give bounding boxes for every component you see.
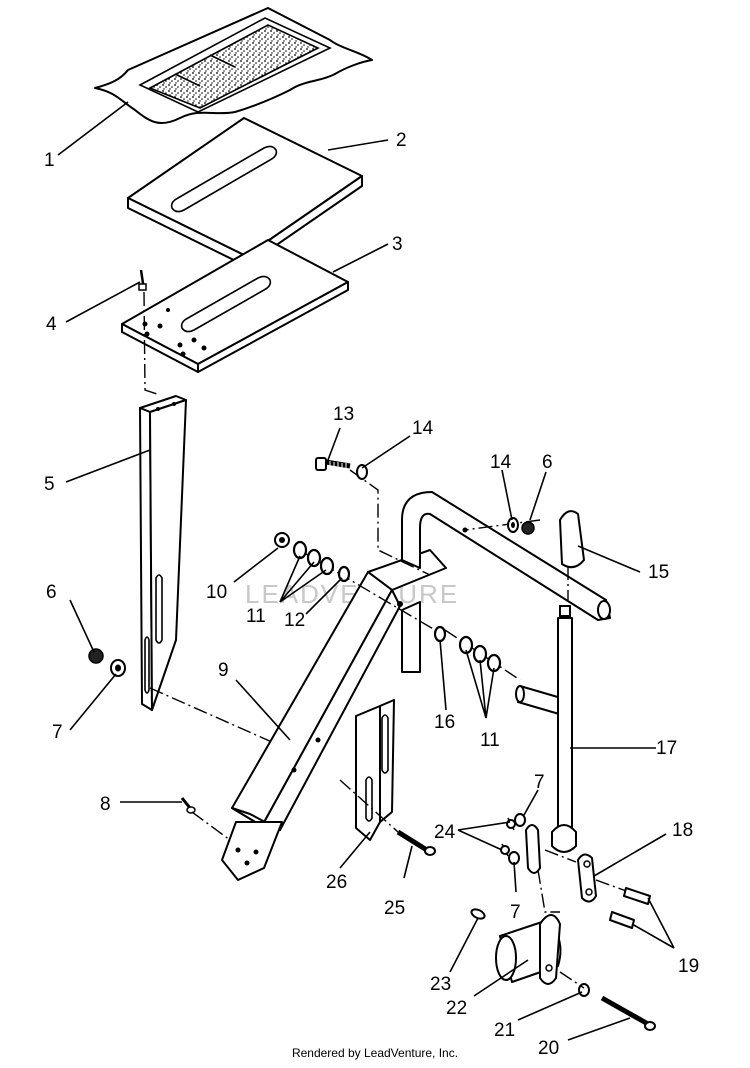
part-13-bolt (315, 457, 351, 472)
part-6-nut-left (88, 648, 104, 664)
part-11-washers-upper (292, 540, 335, 576)
callout-7b: 7 (534, 772, 545, 793)
callout-6: 6 (46, 582, 57, 603)
callout-16: 16 (434, 712, 455, 733)
callout-3: 3 (392, 234, 403, 255)
part-7-washer-left (110, 659, 126, 677)
callout-6b: 6 (542, 452, 553, 473)
part-linkage-left (525, 824, 541, 874)
callout-20: 20 (538, 1038, 559, 1059)
callout-10: 10 (206, 582, 227, 603)
callout-11: 11 (246, 606, 266, 627)
part-14-washer (356, 464, 368, 480)
part-stud (515, 685, 569, 717)
part-6-nut-right (521, 521, 535, 535)
callout-4: 4 (46, 314, 57, 335)
callout-7c: 7 (510, 902, 521, 923)
part-17-shift-rod (551, 605, 577, 853)
part-9-arm-tube (221, 549, 447, 881)
callout-17: 17 (656, 738, 677, 759)
callout-14b: 14 (490, 452, 512, 473)
part-8-setscrew (180, 797, 196, 814)
part-18-link-plate (577, 853, 597, 903)
part-15-knob (559, 510, 585, 569)
leader-lines (57, 101, 675, 1041)
part-19-pins (609, 887, 651, 929)
callout-23: 23 (430, 974, 451, 995)
part-handle-loop (401, 491, 611, 673)
footer-credit: Rendered by LeadVenture, Inc. (291, 1046, 459, 1060)
callout-5: 5 (44, 474, 55, 495)
part-1-floor-mat (94, 7, 373, 125)
part-22-crank-cylinder (495, 914, 562, 985)
callout-26: 26 (326, 872, 347, 893)
part-11-washers-lower (458, 635, 502, 673)
callout-2: 2 (396, 130, 407, 151)
part-10-nut (274, 532, 290, 548)
part-26-slotted-plate (355, 699, 395, 841)
callout-1: 1 (44, 150, 55, 171)
part-14-washer-right (507, 517, 519, 533)
callout-7: 7 (52, 722, 63, 743)
part-25-bolt (396, 829, 436, 856)
callout-25: 25 (384, 898, 405, 919)
callout-21: 21 (494, 1020, 515, 1041)
callout-19: 19 (678, 956, 699, 977)
callout-18: 18 (672, 820, 693, 841)
part-3-bracket-plate (121, 239, 349, 373)
callout-24: 24 (434, 822, 456, 843)
part-4-screw (138, 269, 147, 291)
callout-15: 15 (648, 562, 669, 583)
part-20-bolt (600, 995, 656, 1031)
part-16-washer (433, 625, 447, 643)
callout-13: 13 (333, 404, 354, 425)
callout-12: 12 (284, 610, 305, 631)
callout-8: 8 (100, 794, 111, 815)
callout-22: 22 (446, 998, 467, 1019)
callout-9: 9 (218, 660, 229, 681)
callout-labels: 1 2 3 4 5 6 7 8 9 10 11 12 13 14 14 6 15… (44, 130, 699, 1059)
part-2-slotted-plate (127, 117, 363, 267)
callout-14: 14 (412, 418, 434, 439)
part-5-slotted-bar (139, 395, 187, 711)
part-24-pins (500, 817, 516, 857)
callout-11b: 11 (480, 730, 500, 751)
part-23-pin (470, 908, 486, 920)
